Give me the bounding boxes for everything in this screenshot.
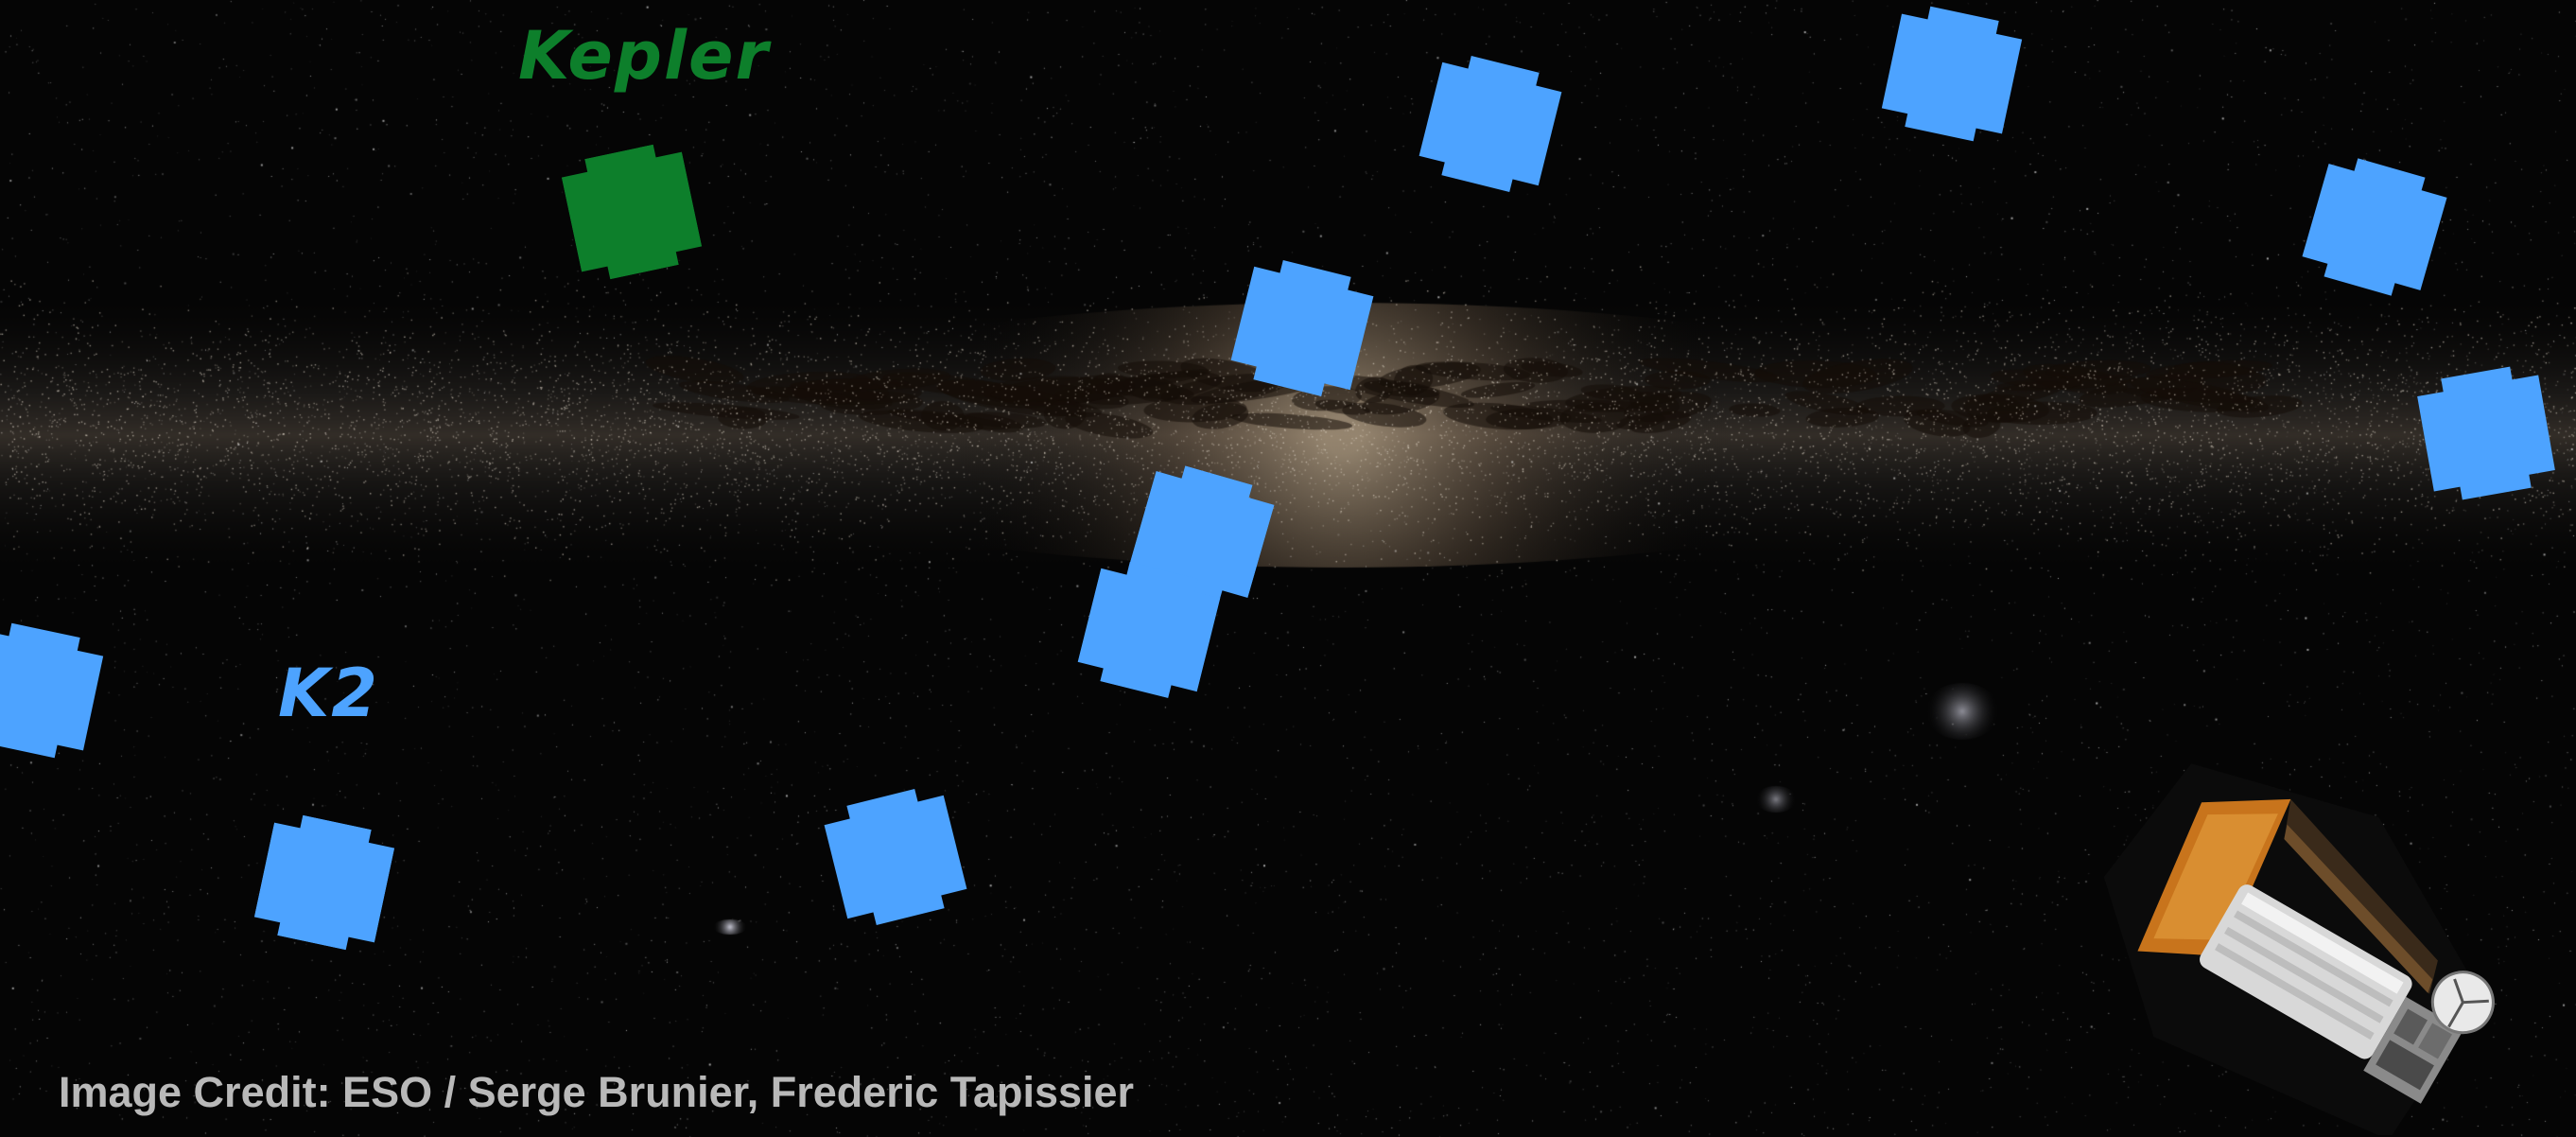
k2-campaign-field-6 — [1126, 459, 1279, 611]
k2-campaign-field-3 — [2299, 151, 2451, 304]
k2-campaign-field-2 — [1879, 1, 2025, 147]
k2-campaign-field-7 — [1074, 555, 1224, 705]
k2-campaign-field-9 — [252, 810, 397, 955]
k2-campaign-field-8 — [0, 618, 106, 763]
k2-campaign-field-5 — [2415, 362, 2558, 505]
kepler-field-footprint — [559, 139, 705, 285]
kepler-label: Kepler — [518, 17, 770, 95]
k2-campaign-field-4 — [1227, 254, 1377, 403]
k2-campaign-field-10 — [821, 782, 970, 932]
image-credit: Image Credit: ESO / Serge Brunier, Frede… — [59, 1068, 1135, 1116]
kepler-spacecraft-illustration — [2103, 763, 2495, 1135]
k2-label: K2 — [278, 655, 379, 732]
k2-campaign-field-1 — [1416, 49, 1565, 199]
